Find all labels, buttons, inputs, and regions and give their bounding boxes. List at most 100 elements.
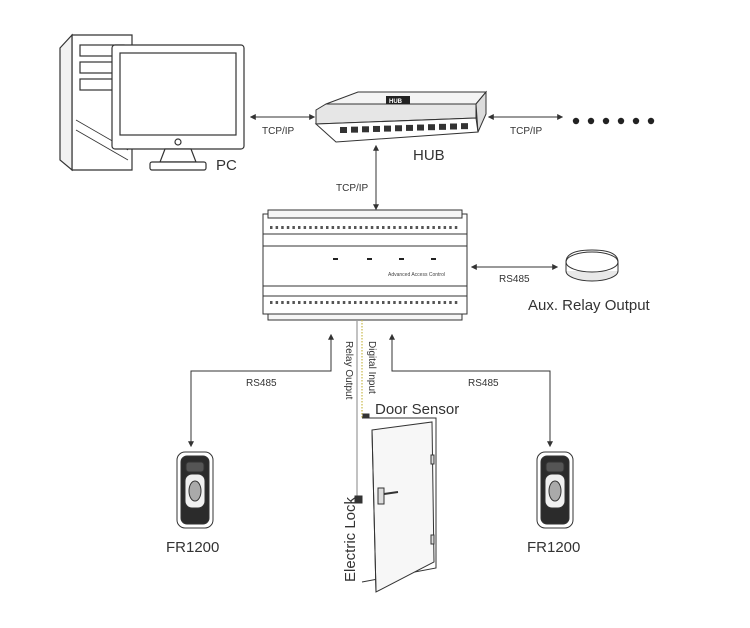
hub-port [373,125,380,132]
hub-icon [314,90,488,143]
controller-terminal [331,301,335,304]
controller-terminal [415,301,419,304]
controller-terminal [275,301,279,304]
controller-terminal [326,301,329,304]
tcp-label-right: TCP/IP [510,126,543,137]
controller-terminal [393,301,396,304]
door-sensor-label: Door Sensor [375,401,459,418]
controller-terminal [370,301,374,304]
controller-terminal [432,301,435,304]
controller-terminal [370,226,374,229]
controller-terminal [348,301,351,304]
controller-terminal [387,226,391,229]
controller-terminal [286,301,290,304]
rs485-label-aux: RS485 [499,274,530,285]
controller-terminal [320,226,323,229]
controller-terminal [426,226,430,229]
controller-terminal [354,226,357,229]
hub-port [461,123,468,130]
controller-terminal [382,226,385,229]
controller-terminal [438,301,441,304]
hub-port [351,126,358,133]
controller-terminal [303,301,307,304]
controller-terminal [365,226,368,229]
controller-terminal [443,226,447,229]
controller-terminal [342,301,346,304]
rs485-label-right: RS485 [468,378,499,389]
controller-terminal [326,226,329,229]
controller-terminal [309,226,312,229]
controller-terminal [292,226,295,229]
controller-terminal [426,301,430,304]
hub-port [439,123,446,130]
controller-terminal [454,226,458,229]
hub-port [395,125,402,132]
controller-terminal [449,301,452,304]
hub-port [450,123,457,130]
reader-right-label: FR1200 [527,539,580,556]
hub-badge-text: HUB [389,99,403,105]
controller-terminal [421,301,424,304]
controller-terminal [281,301,284,304]
reader-left-icon [176,451,214,529]
controller-terminal [421,226,424,229]
controller-terminal [382,301,385,304]
relay-output-label: Relay Output [343,341,354,400]
rs485-left-connector [188,333,334,448]
controller-terminal [376,301,379,304]
controller-terminal [359,226,363,229]
rs485-label-left: RS485 [246,378,277,389]
controller-terminal [331,226,335,229]
controller-model-text: Advanced Access Control [388,272,445,278]
controller-terminal [432,226,435,229]
controller-terminal [443,301,447,304]
controller-terminal [404,226,407,229]
controller-icon [262,209,468,321]
controller-terminal [303,226,307,229]
tcp-label-down: TCP/IP [336,183,369,194]
controller-terminal [281,226,284,229]
controller-terminal [292,301,295,304]
controller-terminal [309,301,312,304]
hub-port [384,125,391,132]
hub-badge [386,96,410,104]
controller-terminal [376,226,379,229]
hub-port [406,124,413,131]
hub-label: HUB [413,147,445,164]
controller-terminal [398,301,402,304]
hub-port [340,127,347,133]
aux-relay-label: Aux. Relay Output [528,297,651,314]
controller-terminal [449,226,452,229]
controller-terminal [342,226,346,229]
electric-lock-label: Electric Lock [342,496,359,582]
controller-terminal [354,301,357,304]
controller-terminal [320,301,323,304]
controller-terminal [314,301,318,304]
aux-relay-icon [565,249,619,282]
controller-terminal [337,301,340,304]
rs485-right-connector [389,333,553,448]
hub-port [428,124,435,131]
pc-icon [59,33,245,172]
door-icon [354,413,437,593]
controller-terminal [270,226,273,229]
controller-terminal [393,226,396,229]
controller-terminal [337,226,340,229]
reader-left-label: FR1200 [166,539,219,556]
controller-terminal [275,226,279,229]
controller-terminal [365,301,368,304]
controller-terminal [410,226,413,229]
controller-terminal [398,226,402,229]
more-devices-dots [572,117,655,125]
controller-terminal [270,301,273,304]
controller-terminal [387,301,391,304]
pc-label: PC [216,157,237,174]
controller-terminal [415,226,419,229]
controller-terminal [298,301,301,304]
controller-terminal [438,226,441,229]
tcp-label-left: TCP/IP [262,126,295,137]
hub-port [417,124,424,131]
controller-terminal [286,226,290,229]
digital-input-label: Digital Input [366,341,377,394]
